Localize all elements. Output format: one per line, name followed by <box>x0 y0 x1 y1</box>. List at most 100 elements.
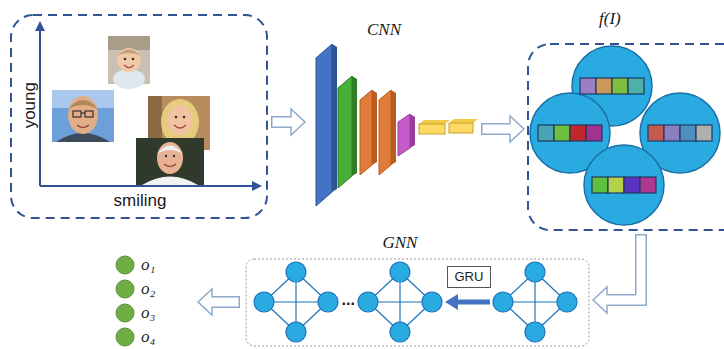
cnn-layers <box>419 124 445 134</box>
man-photo <box>81 112 85 113</box>
block-title: f(I) <box>599 9 621 29</box>
feature-clusters <box>664 125 680 141</box>
gnn-panel: GNNGRU <box>245 232 590 347</box>
output-arrow <box>198 289 240 315</box>
feature-clusters <box>530 46 720 225</box>
graph-state <box>358 262 442 342</box>
cnn-layers <box>372 90 377 165</box>
woman-photo <box>175 116 178 119</box>
feature-clusters <box>538 125 554 141</box>
feature-panel: f(I) <box>527 5 724 231</box>
input-panel: youngsmiling <box>10 14 268 219</box>
graph-state <box>493 262 577 342</box>
graph-state <box>525 322 545 342</box>
cnn-layers <box>391 90 396 165</box>
output-dots <box>116 256 134 346</box>
man-photo <box>73 111 81 117</box>
cnn-layers <box>316 44 478 206</box>
cnn-block: CNN <box>308 12 478 206</box>
graph-state <box>422 292 442 312</box>
attribute-axes <box>35 21 45 31</box>
baby-photo <box>117 48 141 72</box>
cnn-layers <box>398 114 410 156</box>
output-dots <box>116 280 134 298</box>
axis-label: smiling <box>114 191 167 211</box>
graph-state <box>286 262 306 282</box>
panel-outline <box>11 15 267 218</box>
feature-clusters <box>584 145 664 225</box>
cnn-layers <box>379 90 391 175</box>
attribute-axes <box>40 185 253 187</box>
attribute-axes <box>35 21 262 191</box>
graph-state <box>390 262 410 282</box>
cnn-layers <box>316 44 332 206</box>
attribute-axes <box>252 181 262 191</box>
old-man-photo <box>136 138 204 185</box>
baby-photo <box>132 58 135 61</box>
graph-state <box>286 322 306 342</box>
gru-box: GRU <box>447 266 491 288</box>
arrow-head <box>291 109 305 135</box>
output-label: o₂ <box>141 279 155 299</box>
feature-clusters <box>592 177 608 193</box>
old-man-photo <box>165 155 167 157</box>
block-title: CNN <box>367 20 401 40</box>
feature-clusters <box>680 125 696 141</box>
old-man-photo <box>157 142 183 174</box>
baby-photo <box>124 58 127 61</box>
output-dots <box>116 328 134 346</box>
man-photo <box>52 90 114 142</box>
output-dots <box>116 256 134 274</box>
baby-photo <box>124 65 134 68</box>
arrow-fill <box>483 125 513 134</box>
feature-clusters <box>586 125 602 141</box>
baby-photo <box>108 36 150 50</box>
graph-state <box>358 292 378 312</box>
cnn-layers <box>419 120 450 124</box>
feature-clusters <box>596 78 612 94</box>
old-man-photo <box>173 155 175 157</box>
cnn-layers <box>352 76 357 176</box>
arrow-head <box>593 287 607 313</box>
graph-state <box>318 292 338 312</box>
feature-clusters <box>570 125 586 141</box>
feature-clusters <box>628 78 644 94</box>
old-man-photo <box>157 146 183 155</box>
arrow-fill <box>273 118 294 127</box>
man-photo <box>77 125 89 128</box>
feature-clusters <box>640 177 656 193</box>
flow-arrow <box>593 234 641 313</box>
feature-clusters <box>696 125 712 141</box>
cnn-layers <box>410 114 415 148</box>
feature-clusters <box>648 125 664 141</box>
output-arrow <box>198 289 212 315</box>
feature-clusters <box>612 78 628 94</box>
output-label: o₃ <box>141 303 155 323</box>
feature-clusters <box>554 125 570 141</box>
panel-outline <box>245 258 590 347</box>
feature-clusters <box>538 78 712 193</box>
feature-clusters <box>608 177 624 193</box>
woman-photo <box>168 105 192 135</box>
feature-clusters <box>580 78 596 94</box>
graph-state <box>390 322 410 342</box>
old-man-photo <box>136 138 204 185</box>
cnn-layers <box>338 76 352 188</box>
flow-arrow <box>271 109 305 135</box>
man-photo <box>68 96 98 134</box>
output-arrow <box>210 298 239 307</box>
output-dots <box>116 304 134 322</box>
graph-state <box>493 292 513 312</box>
panel-outline <box>527 43 724 231</box>
module-label: GRU <box>455 269 484 285</box>
ellipsis: ... <box>342 290 355 309</box>
graph-state <box>254 262 338 342</box>
baby-photo <box>117 50 141 57</box>
panel-outline <box>246 259 589 346</box>
old-man-photo <box>142 177 198 186</box>
panel-outline <box>528 44 724 230</box>
graph-states <box>254 262 577 342</box>
cnn-layers <box>332 44 337 192</box>
